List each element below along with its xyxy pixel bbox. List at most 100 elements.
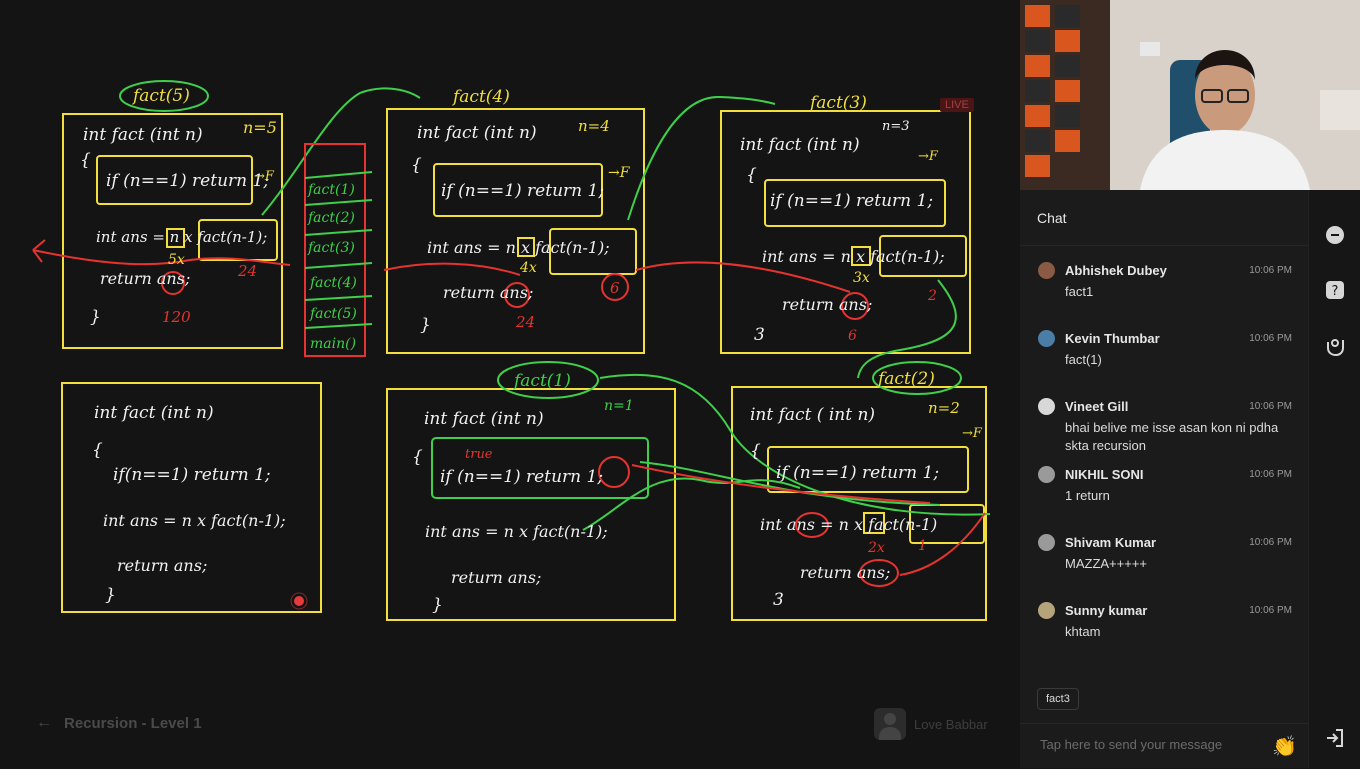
chat-message-input[interactable]	[1038, 736, 1262, 753]
box1-note: 24	[237, 262, 257, 280]
box3-line: 3	[754, 325, 765, 345]
chat-message: Shivam Kumar 10:06 PM MAZZA+++++	[1020, 530, 1308, 598]
box6-line: 3	[773, 590, 784, 610]
code-box-fact4	[386, 108, 645, 354]
box1-line: int ans = n x fact(n-1);	[96, 228, 267, 246]
message-time: 10:06 PM	[1249, 333, 1292, 344]
message-time: 10:06 PM	[1249, 265, 1292, 276]
hand-raise-icon[interactable]	[1325, 336, 1345, 356]
message-author: Sunny kumar	[1065, 603, 1148, 618]
stack-frame: main()	[310, 336, 356, 352]
message-text: fact(1)	[1065, 352, 1102, 367]
box1-line: }	[90, 307, 101, 327]
chat-bubble-icon[interactable]	[1325, 225, 1345, 245]
box3-note: 3x	[853, 270, 870, 286]
lesson-title: Recursion - Level 1	[64, 714, 202, 732]
box5-line: }	[432, 595, 443, 615]
chat-message: Abhishek Dubey 10:06 PM fact1	[1020, 258, 1308, 326]
box1-line: int fact (int n)	[83, 125, 203, 145]
box3-note: n=3	[882, 119, 910, 134]
chat-header: Chat	[1020, 190, 1308, 246]
box2-line: }	[420, 315, 431, 335]
message-author: Abhishek Dubey	[1065, 263, 1167, 278]
chat-input-row: 👏	[1020, 723, 1308, 769]
box3-note: →F	[918, 149, 939, 164]
box4-line: {	[92, 440, 103, 460]
box2-line: return ans;	[443, 283, 533, 302]
box6-line: int ans = n x fact(n-1)	[760, 515, 937, 534]
stack-frame: fact(4)	[309, 275, 357, 291]
box2-note: 6	[610, 279, 620, 297]
back-button[interactable]: ← Recursion - Level 1	[36, 714, 202, 732]
chat-title: Chat	[1037, 209, 1067, 226]
stack-frame: fact(2)	[307, 210, 355, 226]
message-time: 10:06 PM	[1249, 605, 1292, 616]
avatar	[1038, 330, 1055, 347]
code-box-template	[61, 382, 322, 613]
message-time: 10:06 PM	[1249, 469, 1292, 480]
presenter-name: Love Babbar	[914, 716, 988, 732]
avatar	[1038, 398, 1055, 415]
box2-note: 4x	[519, 260, 537, 276]
code-box-fact1	[386, 388, 676, 621]
message-author: Shivam Kumar	[1065, 535, 1157, 550]
box4-line: }	[105, 585, 116, 605]
box6-note: →F	[962, 426, 983, 441]
box6-note: n=2	[928, 399, 960, 417]
box2-note: 24	[515, 313, 535, 331]
pointer-cursor	[294, 596, 304, 606]
box5-line: {	[412, 447, 423, 467]
box2-title: fact(4)	[451, 87, 510, 107]
box5-note: true	[465, 447, 493, 462]
logout-icon[interactable]	[1325, 728, 1345, 748]
chat-message: Sunny kumar 10:06 PM khtam	[1020, 598, 1308, 666]
box5-line: int fact (int n)	[424, 409, 544, 429]
box4-line: return ans;	[117, 556, 207, 575]
box6-line: if (n==1) return 1;	[776, 463, 939, 483]
message-author: Kevin Thumbar	[1065, 331, 1160, 346]
box5-title: fact(1)	[512, 371, 571, 391]
message-text: fact1	[1065, 284, 1094, 299]
code-box-fact5	[62, 113, 283, 349]
box3-line: int fact (int n)	[740, 135, 860, 155]
question-icon[interactable]: ?	[1325, 280, 1345, 300]
box6-line: {	[750, 441, 761, 461]
box3-line: {	[746, 165, 757, 185]
suggested-reply-chip[interactable]: fact3	[1037, 688, 1079, 710]
presenter-tile: Love Babbar	[874, 708, 988, 740]
box3-note: 2	[927, 288, 937, 304]
message-text: MAZZA+++++	[1065, 556, 1148, 571]
code-box-fact3	[720, 110, 971, 354]
avatar	[1038, 534, 1055, 551]
box3-title: fact(3)	[808, 93, 867, 113]
avatar	[1038, 466, 1055, 483]
box6-line: return ans;	[800, 563, 890, 582]
chat-message-list[interactable]: Abhishek Dubey 10:06 PM fact1 Kevin Thum…	[1020, 246, 1308, 666]
clap-icon[interactable]: 👏	[1272, 736, 1297, 758]
whiteboard-stage: fact(5) int fact (int n) { if (n==1) ret…	[0, 80, 1020, 750]
box4-line: int fact (int n)	[94, 403, 214, 423]
box2-note: n=4	[578, 117, 610, 135]
bottom-bar: ← Recursion - Level 1 Love Babbar	[0, 700, 1020, 750]
call-stack	[304, 143, 366, 357]
box2-line: int fact (int n)	[417, 123, 537, 143]
box3-line: if (n==1) return 1;	[770, 191, 933, 211]
box6-line: int fact ( int n)	[750, 405, 875, 425]
box2-line: int ans = n x fact(n-1);	[427, 238, 610, 257]
box4-line: int ans = n x fact(n-1);	[103, 511, 286, 530]
message-time: 10:06 PM	[1249, 401, 1292, 412]
side-rail: ?	[1308, 190, 1360, 768]
box5-line: int ans = n x fact(n-1);	[425, 522, 608, 541]
message-text: bhai belive me isse asan kon ni pdha skt…	[1065, 420, 1279, 453]
stack-frame: fact(1)	[307, 182, 355, 198]
box1-line: {	[80, 150, 91, 170]
code-box-fact2	[731, 386, 987, 621]
box3-line: return ans;	[782, 295, 872, 314]
box1-line: return ans;	[100, 269, 190, 288]
stack-frame: fact(3)	[307, 240, 355, 256]
presenter-avatar	[874, 708, 906, 740]
live-badge: LIVE	[940, 98, 974, 112]
webcam-video	[1020, 0, 1360, 190]
message-text: khtam	[1065, 624, 1101, 639]
box2-line: if (n==1) return 1;	[441, 181, 604, 201]
